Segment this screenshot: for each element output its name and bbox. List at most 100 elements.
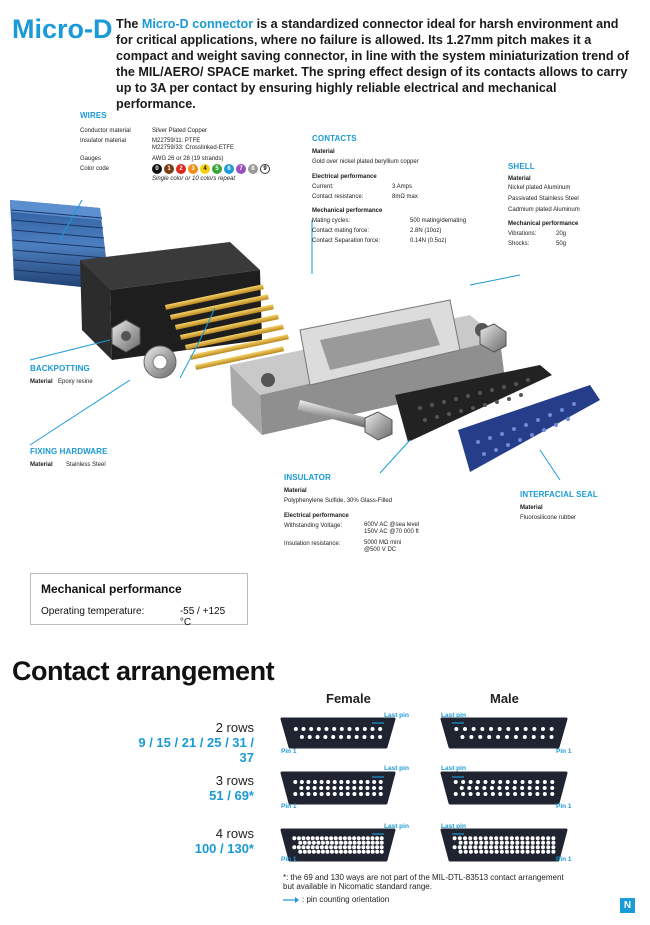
contact-pin xyxy=(489,845,493,850)
contact-pin xyxy=(370,840,375,845)
color-swatch: 4 xyxy=(200,164,210,174)
contact-pin xyxy=(338,845,343,850)
contact-pin xyxy=(339,786,343,790)
contact-pin xyxy=(463,845,467,850)
pin1-label: Pin 1 xyxy=(281,856,297,863)
contact-pin xyxy=(379,849,384,854)
connector-outline xyxy=(280,717,396,749)
contact-pin xyxy=(458,849,463,854)
contact-pin xyxy=(551,836,556,841)
contact-pin xyxy=(305,786,310,790)
contact-pin xyxy=(339,792,344,796)
contact-pin xyxy=(551,849,556,854)
last-pin-label: Last pin xyxy=(384,823,409,830)
shell-material-heading: Material xyxy=(508,176,531,182)
pin1-label: Pin 1 xyxy=(556,803,572,810)
intro-highlight: Micro-D connector xyxy=(141,17,254,31)
contact-pin xyxy=(379,845,384,850)
contact-pin xyxy=(504,845,509,850)
contact-pin xyxy=(362,727,367,731)
pin1-label: Pin 1 xyxy=(281,748,297,755)
contact-pin xyxy=(313,780,317,784)
contact-pin xyxy=(319,780,324,784)
contact-pin xyxy=(323,735,328,739)
contact-pin xyxy=(487,735,492,739)
contact-pin xyxy=(541,727,545,731)
contact-pin xyxy=(375,840,380,845)
contact-pin xyxy=(483,792,488,796)
contact-pin xyxy=(326,780,331,784)
contact-pin xyxy=(354,735,359,739)
contact-pin xyxy=(365,786,370,790)
connector-outline xyxy=(280,771,396,805)
fixing-material: Stainless Steel xyxy=(66,462,106,468)
contact-pin xyxy=(513,792,518,796)
contact-pin xyxy=(520,849,525,854)
contact-pin xyxy=(468,840,473,845)
contact-pin xyxy=(461,792,466,796)
page-title: Micro-D xyxy=(12,14,113,44)
seal-title: INTERFACIAL SEAL xyxy=(520,490,598,499)
contact-pin xyxy=(498,780,503,784)
pin1-label: Pin 1 xyxy=(556,748,572,755)
contact-pin xyxy=(478,836,483,841)
contact-pin xyxy=(302,849,307,854)
contacts-material: Gold over nickel plated beryllium copper xyxy=(312,159,419,165)
contacts-elec-row: Contact resistance:8mΩ max xyxy=(312,194,418,200)
color-code-note: Single color or 10 colors repeat xyxy=(152,176,236,182)
contact-pin xyxy=(499,849,504,854)
contact-pin xyxy=(489,849,494,854)
contact-pin xyxy=(356,845,361,850)
contact-pin xyxy=(320,840,325,845)
shell-material: Cadmium plated Aluminum xyxy=(508,207,580,213)
contact-pin xyxy=(332,780,337,784)
contact-pin xyxy=(468,792,473,796)
fixing-hardware-title: FIXING HARDWARE xyxy=(30,447,108,456)
shell-material: Nickel plated Aluminum xyxy=(508,185,571,191)
contact-pin xyxy=(365,792,370,796)
contact-pin xyxy=(542,792,547,796)
seal-material: Fluorosilicone rubber xyxy=(520,515,577,521)
contact-pin xyxy=(338,836,343,841)
contact-pin xyxy=(366,849,371,854)
contact-pin xyxy=(339,735,343,739)
color-swatch: 2 xyxy=(176,164,186,174)
contact-pin xyxy=(319,792,324,796)
backpotting-material-label: Material xyxy=(30,379,53,385)
shell-material: Passivated Stainless Steel xyxy=(508,196,579,202)
contact-pin xyxy=(549,735,554,739)
contact-pin xyxy=(375,849,380,854)
contact-pin xyxy=(452,836,457,841)
contact-pin xyxy=(332,792,337,796)
contact-pin xyxy=(358,786,363,790)
contact-pin xyxy=(307,735,312,739)
contact-pin xyxy=(370,845,375,850)
contact-pin xyxy=(378,780,383,784)
contact-pin xyxy=(352,786,357,790)
insulator-block xyxy=(395,365,552,442)
contact-pin xyxy=(505,849,509,854)
contact-pin xyxy=(499,840,504,845)
contact-arrangement-title: Contact arrangement xyxy=(12,656,275,686)
contact-pin xyxy=(348,840,353,845)
contact-pin xyxy=(313,792,317,796)
connector-exploded-illustration xyxy=(10,199,600,480)
contact-pin xyxy=(378,786,383,790)
contact-pin xyxy=(299,735,304,739)
contact-pin xyxy=(319,836,324,841)
male-header: Male xyxy=(490,691,519,706)
contact-pin xyxy=(535,840,540,845)
contact-pin xyxy=(463,727,467,731)
mech-box-title: Mechanical performance xyxy=(41,582,182,596)
intro-text: is a standardized connector ideal for ha… xyxy=(116,17,629,111)
contact-pin xyxy=(476,780,480,784)
contact-pin xyxy=(453,792,458,796)
contact-pin xyxy=(352,836,357,841)
contact-pin xyxy=(520,840,525,845)
